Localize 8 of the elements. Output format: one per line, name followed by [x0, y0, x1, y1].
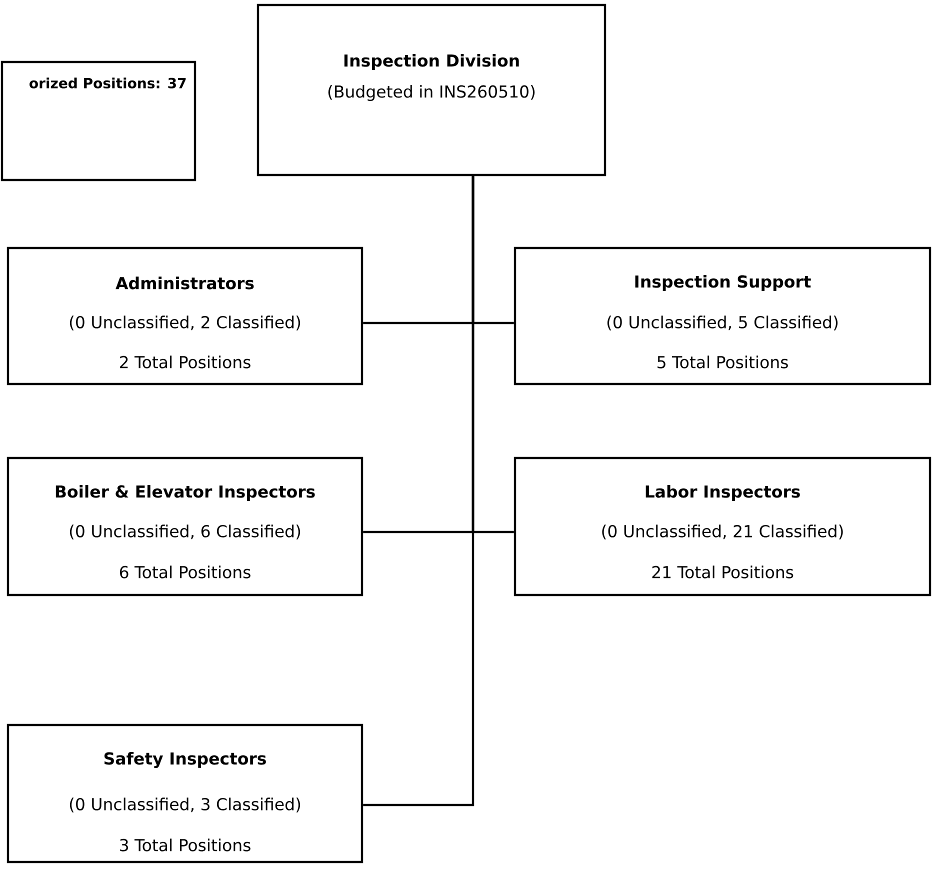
org-box: Administrators (0 Unclassified, 2 Classified) 2 Total Positions	[6, 246, 364, 386]
org-box: orized Positions: 37	[0, 60, 196, 182]
org-box: Inspection Division (Budgeted in INS260510)	[256, 4, 606, 176]
org-box: Boiler & Elevator Inspectors (0 Unclassified, 6 Classified) 6 Total Positions	[6, 456, 364, 596]
connector-line	[363, 176, 474, 806]
org-box: Safety Inspectors (0 Unclassified, 3 Classified) 3 Total Positions	[6, 724, 364, 864]
org-box: Inspection Support (0 Unclassified, 5 Classified) 5 Total Positions	[514, 246, 932, 386]
org-box: Labor Inspectors (0 Unclassified, 21 Classified) 21 Total Positions	[514, 456, 932, 596]
